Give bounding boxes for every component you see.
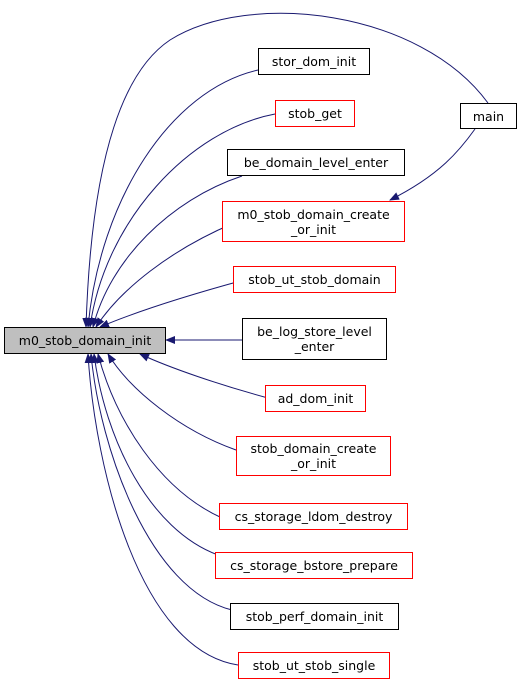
edge-stob-ut-stob-single xyxy=(84,353,239,666)
node-label-line2: _enter xyxy=(294,339,335,354)
node-m0-stob-domain-create-or-init[interactable]: m0_stob_domain_create _or_init xyxy=(222,201,405,242)
node-label-line1: be_log_store_level xyxy=(257,324,372,339)
node-label-line2: _or_init xyxy=(290,456,337,471)
edge-be-domain-level-enter xyxy=(91,175,243,328)
node-label: stob_perf_domain_init xyxy=(245,609,384,624)
node-stob-perf-domain-init[interactable]: stob_perf_domain_init xyxy=(230,603,399,630)
edge-main-top xyxy=(82,12,489,328)
node-stob-domain-create-or-init[interactable]: stob_domain_create _or_init xyxy=(236,436,391,476)
node-be-log-store-level-enter[interactable]: be_log_store_level _enter xyxy=(242,318,387,360)
node-label: ad_dom_init xyxy=(277,391,354,406)
node-label: main xyxy=(472,108,505,124)
edge-stob-get xyxy=(87,113,276,328)
node-label: be_domain_level_enter xyxy=(243,155,389,170)
node-ad-dom-init[interactable]: ad_dom_init xyxy=(265,385,366,412)
node-stor-dom-init[interactable]: stor_dom_init xyxy=(258,48,370,75)
node-label-line1: m0_stob_domain_create xyxy=(237,206,390,222)
edge-stob-perf-domain-init xyxy=(87,353,233,611)
edge-stor-dom-init xyxy=(84,69,259,328)
node-label: stor_dom_init xyxy=(271,54,357,69)
node-label: stob_get xyxy=(288,106,342,121)
node-label-line2: _or_init xyxy=(290,221,337,237)
node-label: stob_ut_stob_domain xyxy=(248,272,381,287)
node-label: stob_ut_stob_single xyxy=(252,658,376,673)
node-be-domain-level-enter[interactable]: be_domain_level_enter xyxy=(227,149,405,176)
node-cs-storage-bstore-prepare[interactable]: cs_storage_bstore_prepare xyxy=(215,552,413,579)
node-m0-stob-domain-init: m0_stob_domain_init xyxy=(4,327,166,354)
edge-cs-storage-ldom-destroy xyxy=(96,353,223,519)
node-stob-ut-stob-single[interactable]: stob_ut_stob_single xyxy=(238,652,390,679)
node-stob-get[interactable]: stob_get xyxy=(275,100,355,127)
edge-ad-dom-init xyxy=(139,353,269,399)
node-label: cs_storage_ldom_destroy xyxy=(234,509,393,524)
edge-cs-storage-bstore-prepare xyxy=(91,353,219,556)
node-label-line1: stob_domain_create xyxy=(250,441,377,456)
node-stob-ut-stob-domain[interactable]: stob_ut_stob_domain xyxy=(233,266,396,293)
edge-stob-domain-create-or-init xyxy=(107,353,237,451)
node-cs-storage-ldom-destroy[interactable]: cs_storage_ldom_destroy xyxy=(219,503,408,530)
edge-main-to-create-or-init xyxy=(389,128,476,201)
node-label: cs_storage_bstore_prepare xyxy=(230,558,398,573)
node-label: m0_stob_domain_init xyxy=(18,333,152,348)
edge-m0-stob-domain-create-or-init xyxy=(95,222,235,328)
node-main[interactable]: main xyxy=(460,103,517,129)
edge-stob-ut-stob-domain xyxy=(99,279,245,328)
